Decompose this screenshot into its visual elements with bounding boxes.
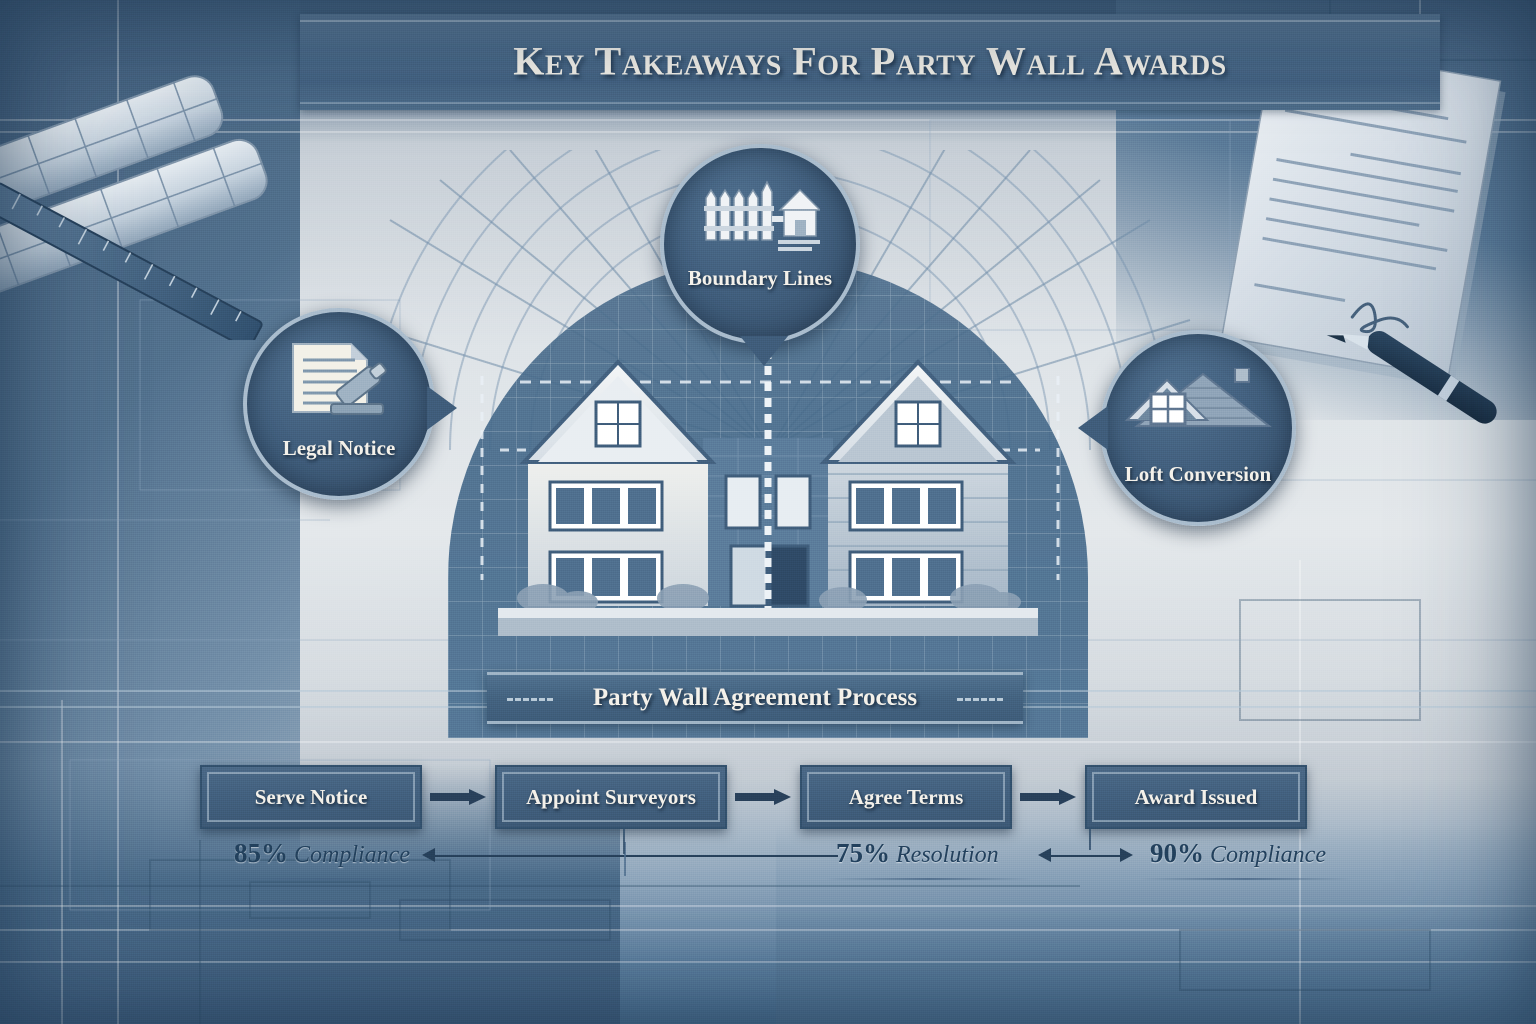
flow-arrow-1 — [430, 789, 486, 805]
badge-tail-right — [427, 386, 457, 430]
badge-legal-notice-label: Legal Notice — [282, 436, 396, 460]
semi-detached-houses — [498, 346, 1038, 636]
flow-step-appoint-surveyors[interactable]: Appoint Surveyors — [495, 765, 727, 829]
document-gavel-icon — [285, 338, 393, 428]
metric-label: Resolution — [890, 842, 999, 868]
flow-step-award-issued[interactable]: Award Issued — [1085, 765, 1307, 829]
badge-tail-left — [1078, 406, 1108, 450]
banner-dash-left — [507, 698, 553, 701]
metric-arrow-head-left — [422, 848, 435, 862]
blueprint-rolls-prop — [0, 75, 268, 340]
flow-step-agree-terms[interactable]: Agree Terms — [800, 765, 1012, 829]
flow-arrow-2 — [735, 789, 791, 805]
metric-arrow-shaft-short — [1050, 855, 1122, 857]
metric-arrow-head-left-2 — [1038, 848, 1051, 862]
badge-boundary-lines[interactable]: Boundary Lines — [660, 144, 860, 366]
badge-legal-notice[interactable]: Legal Notice — [243, 308, 457, 500]
fence-house-icon — [700, 178, 820, 254]
flow-arrow-3 — [1020, 789, 1076, 805]
badge-loft-conversion-label: Loft Conversion — [1124, 462, 1272, 486]
party-wall-line — [764, 346, 772, 608]
process-banner: Party Wall Agreement Process — [487, 672, 1023, 724]
metric-arrow-shaft-long — [434, 855, 838, 857]
process-banner-label: Party Wall Agreement Process — [592, 684, 918, 711]
metric-value: 75% — [836, 838, 890, 868]
central-illustration — [330, 150, 1210, 738]
metric-value: 85% — [234, 838, 288, 868]
metric-label: Compliance — [1204, 842, 1326, 868]
badge-boundary-lines-label: Boundary Lines — [687, 266, 833, 290]
background-bottomright-panel — [776, 824, 1536, 1024]
metric-underline — [220, 878, 435, 880]
metric-arrow-head-right — [1120, 848, 1133, 862]
metric-underline — [826, 878, 1031, 880]
badge-loft-conversion[interactable]: Loft Conversion — [1078, 330, 1296, 526]
banner-dash-right — [957, 698, 1003, 701]
metric-compliance-90: 90% Compliance — [1150, 838, 1326, 869]
metric-resolution-75: 75% Resolution — [836, 838, 999, 869]
process-flow: Serve Notice Appoint Surveyors Agree Ter… — [200, 765, 1310, 831]
metrics-row: 85% Compliance 75% Resolution 90% Compli… — [200, 838, 1352, 880]
title-band: Key Takeaways for Party Wall Awards — [300, 14, 1440, 110]
metric-tick — [624, 842, 626, 876]
metric-value: 90% — [1150, 838, 1204, 868]
metric-compliance-85: 85% Compliance — [234, 838, 410, 869]
flow-step-serve-notice[interactable]: Serve Notice — [200, 765, 422, 829]
badge-tail-bottom — [740, 336, 788, 366]
dormer-roof-icon — [1123, 368, 1273, 448]
metric-label: Compliance — [288, 842, 410, 868]
page-title: Key Takeaways for Party Wall Awards — [513, 38, 1227, 84]
flow-metric-connectors — [623, 828, 1091, 854]
metric-underline — [1140, 878, 1352, 880]
